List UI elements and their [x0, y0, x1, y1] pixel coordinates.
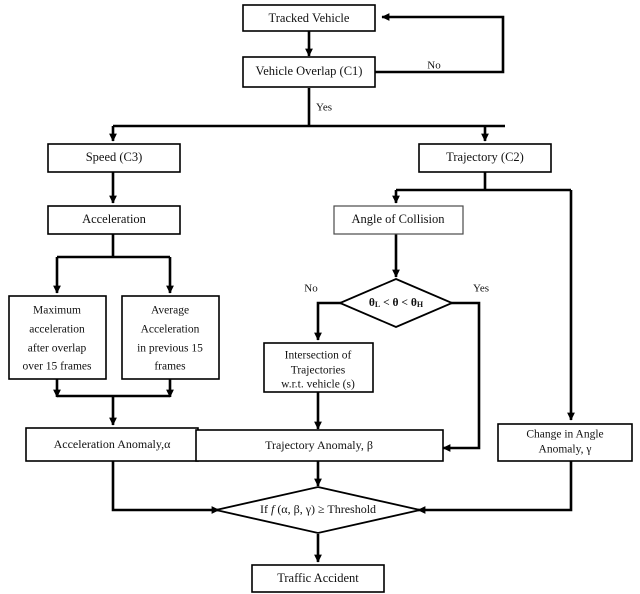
edge-label-theta-yes: Yes — [473, 283, 489, 295]
node-angle-of-collision[interactable]: Angle of Collision — [333, 205, 464, 235]
trajectory-anomaly-box — [195, 429, 444, 462]
edge-label-theta-no: No — [304, 283, 318, 295]
node-threshold-decision[interactable]: If f (α, β, γ) ≥ Threshold — [215, 486, 421, 534]
max-acceleration-line-1: Maximum — [33, 305, 81, 317]
max-acceleration-line-4: over 15 frames — [23, 361, 92, 373]
intersection-line-2: Trajectories — [291, 365, 346, 377]
threshold-diamond — [215, 486, 421, 534]
angle-anomaly-line-2: Anomaly, γ — [539, 444, 592, 456]
vehicle-overlap-label: Vehicle Overlap (C1) — [256, 64, 363, 78]
tracked-vehicle-box — [242, 4, 376, 32]
max-acceleration-line-3: after overlap — [28, 343, 87, 355]
acceleration-anomaly-box — [25, 427, 199, 462]
node-intersection-of-trajectories[interactable]: Intersection of Trajectories w.r.t. vehi… — [263, 342, 374, 393]
edge-overlap-yes-bus — [113, 88, 505, 128]
node-avg-acceleration[interactable]: Average Acceleration in previous 15 fram… — [121, 295, 220, 380]
node-traffic-accident[interactable]: Traffic Accident — [251, 564, 385, 593]
threshold-function: f — [271, 502, 276, 516]
avg-acceleration-line-3: in previous 15 — [137, 343, 203, 355]
theta-low-subscript: L — [375, 300, 380, 309]
edge-theta-no — [314, 301, 341, 341]
threshold-args: (α, β, γ) ≥ Threshold — [274, 502, 376, 516]
node-tracked-vehicle[interactable]: Tracked Vehicle — [242, 4, 376, 32]
speed-label: Speed (C3) — [86, 150, 143, 164]
threshold-condition-label: If f (α, β, γ) ≥ Threshold — [260, 502, 376, 516]
theta-middle: < θ < — [380, 297, 411, 309]
theta-high-subscript: H — [417, 300, 424, 309]
edge-theta-yes — [442, 301, 481, 452]
edge-trajectory-bus — [396, 172, 571, 192]
traffic-accident-label: Traffic Accident — [277, 571, 359, 585]
intersection-line-3: w.r.t. vehicle (s) — [281, 379, 355, 391]
node-trajectory[interactable]: Trajectory (C2) — [418, 143, 552, 173]
max-acceleration-line-2: acceleration — [29, 324, 85, 336]
node-trajectory-anomaly[interactable]: Trajectory Anomaly, β — [195, 429, 444, 462]
edge-label-overlap-yes: Yes — [316, 102, 332, 114]
node-angle-anomaly[interactable]: Change in Angle Anomaly, γ — [497, 423, 633, 462]
threshold-prefix: If — [260, 502, 271, 516]
connector-layer — [53, 13, 575, 563]
speed-box — [47, 143, 181, 173]
edge-angle-anomaly-to-threshold — [417, 461, 573, 514]
edge-label-overlap-no: No — [427, 60, 441, 72]
avg-acceleration-box — [121, 295, 220, 380]
intersection-line-1: Intersection of — [285, 350, 352, 362]
theta-diamond — [337, 278, 455, 328]
theta-low-symbol: θ — [369, 297, 375, 309]
node-vehicle-overlap[interactable]: Vehicle Overlap (C1) — [242, 56, 376, 88]
node-acceleration[interactable]: Acceleration — [47, 205, 181, 235]
edge-accel-anomaly-to-threshold — [111, 461, 220, 514]
angle-anomaly-line-1: Change in Angle — [526, 429, 603, 441]
trajectory-box — [418, 143, 552, 173]
node-acceleration-anomaly[interactable]: Acceleration Anomaly,α — [25, 427, 199, 462]
theta-condition-label: θL < θ < θH — [369, 297, 424, 309]
trajectory-label: Trajectory (C2) — [446, 150, 524, 164]
acceleration-label: Acceleration — [82, 212, 147, 226]
acceleration-anomaly-label: Acceleration Anomaly,α — [54, 437, 172, 451]
angle-of-collision-label: Angle of Collision — [351, 212, 445, 226]
node-speed[interactable]: Speed (C3) — [47, 143, 181, 173]
edge-overlap-no-loop — [375, 13, 505, 74]
acceleration-box — [47, 205, 181, 235]
node-max-acceleration[interactable]: Maximum acceleration after overlap over … — [8, 295, 107, 380]
trajectory-anomaly-label: Trajectory Anomaly, β — [265, 438, 373, 452]
avg-acceleration-line-4: frames — [154, 361, 186, 373]
max-acceleration-box — [8, 295, 107, 380]
vehicle-overlap-box — [242, 56, 376, 88]
angle-of-collision-box — [333, 205, 464, 235]
avg-acceleration-line-2: Acceleration — [141, 324, 200, 336]
angle-anomaly-box — [497, 423, 633, 462]
theta-high-symbol: θ — [411, 297, 417, 309]
avg-acceleration-line-1: Average — [151, 305, 189, 317]
tracked-vehicle-label: Tracked Vehicle — [269, 11, 350, 25]
node-theta-decision[interactable]: θL < θ < θH — [337, 278, 455, 328]
intersection-box — [263, 342, 374, 393]
traffic-accident-box — [251, 564, 385, 593]
edge-acceleration-bus — [57, 234, 170, 259]
